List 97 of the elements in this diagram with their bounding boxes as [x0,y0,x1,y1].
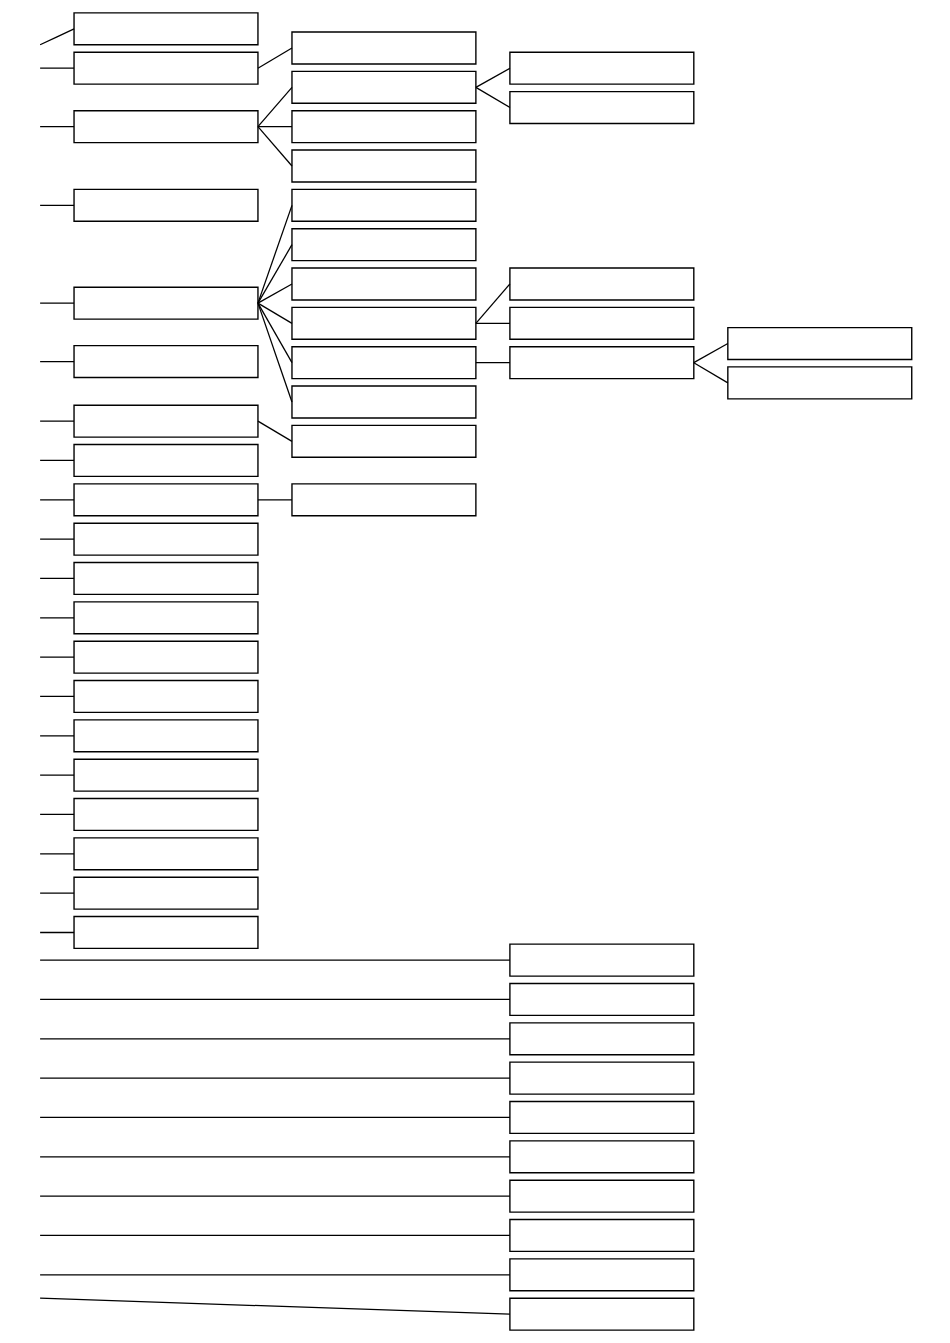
connector [256,86,293,128]
connector [38,302,75,304]
connector [38,695,75,698]
connector [38,1077,511,1079]
node-box [726,366,912,400]
node-box [290,110,477,144]
node-box [508,306,694,340]
node-box [508,1140,694,1174]
connector [38,1234,511,1237]
node-box [72,522,259,556]
connector [38,959,511,961]
connector [38,931,75,934]
connector [38,853,75,855]
node-box [508,51,694,85]
node-box [290,31,477,65]
node-box [72,719,259,753]
node-box [508,982,694,1017]
connector [38,1195,511,1197]
node-box [72,876,259,910]
node-box [290,424,477,458]
node-box [72,110,259,144]
node-box [72,679,259,714]
connector [38,420,75,422]
node-box [72,443,259,478]
node-box [726,326,912,361]
connector [38,735,75,737]
connector [38,360,75,363]
connector [256,302,293,364]
node-box [72,601,259,635]
connector [692,362,728,384]
connector [38,499,75,501]
node-box [508,1061,694,1095]
node-box [72,915,259,950]
connector [256,126,293,128]
connector [38,774,75,776]
connector [38,617,75,619]
connector [38,577,75,580]
connector [256,499,293,501]
node-box [508,1218,694,1253]
node-box [72,51,259,85]
node-box [290,483,477,517]
connector [38,538,75,540]
connector [38,892,75,894]
connector [38,126,75,128]
node-box [508,1258,694,1292]
node-box [508,1100,694,1135]
connector [38,813,75,816]
connector [38,459,75,462]
connector [256,244,293,304]
node-box [290,346,477,380]
node-box [508,346,694,380]
node-box [508,1179,694,1213]
node-box [290,228,477,262]
connector [38,998,511,1001]
connector [38,28,75,46]
node-box [508,1297,694,1331]
connector [38,1038,511,1040]
connector [38,204,75,206]
connector [256,126,293,167]
connector [38,67,75,69]
connector [474,362,511,364]
node-box [290,385,477,419]
connector [38,1116,511,1119]
node-box [508,1022,694,1056]
connector [256,302,293,324]
node-box [72,344,259,379]
node-box [290,267,477,301]
connector [256,47,293,69]
connector [256,420,293,442]
node-box [290,149,477,183]
node-box [72,758,259,792]
node-box [72,640,259,674]
node-box [72,797,259,832]
connector [474,283,511,324]
node-box [72,561,259,596]
node-box [72,286,259,320]
node-box [290,306,477,340]
node-box [290,188,477,222]
connector [256,283,293,304]
connector [474,67,511,88]
node-box [72,188,259,222]
node-box [508,267,694,301]
node-box [508,90,694,125]
node-box [508,943,694,977]
node-box [72,12,259,46]
connector [38,1274,511,1276]
node-box [72,483,259,517]
connector [38,656,75,658]
connector [256,204,293,304]
connector [474,322,511,324]
node-box [290,70,477,104]
node-box [72,404,259,438]
connector [474,86,511,109]
connector [692,342,728,364]
node-box [72,837,259,871]
connector [38,1156,511,1158]
connector [38,1297,511,1315]
